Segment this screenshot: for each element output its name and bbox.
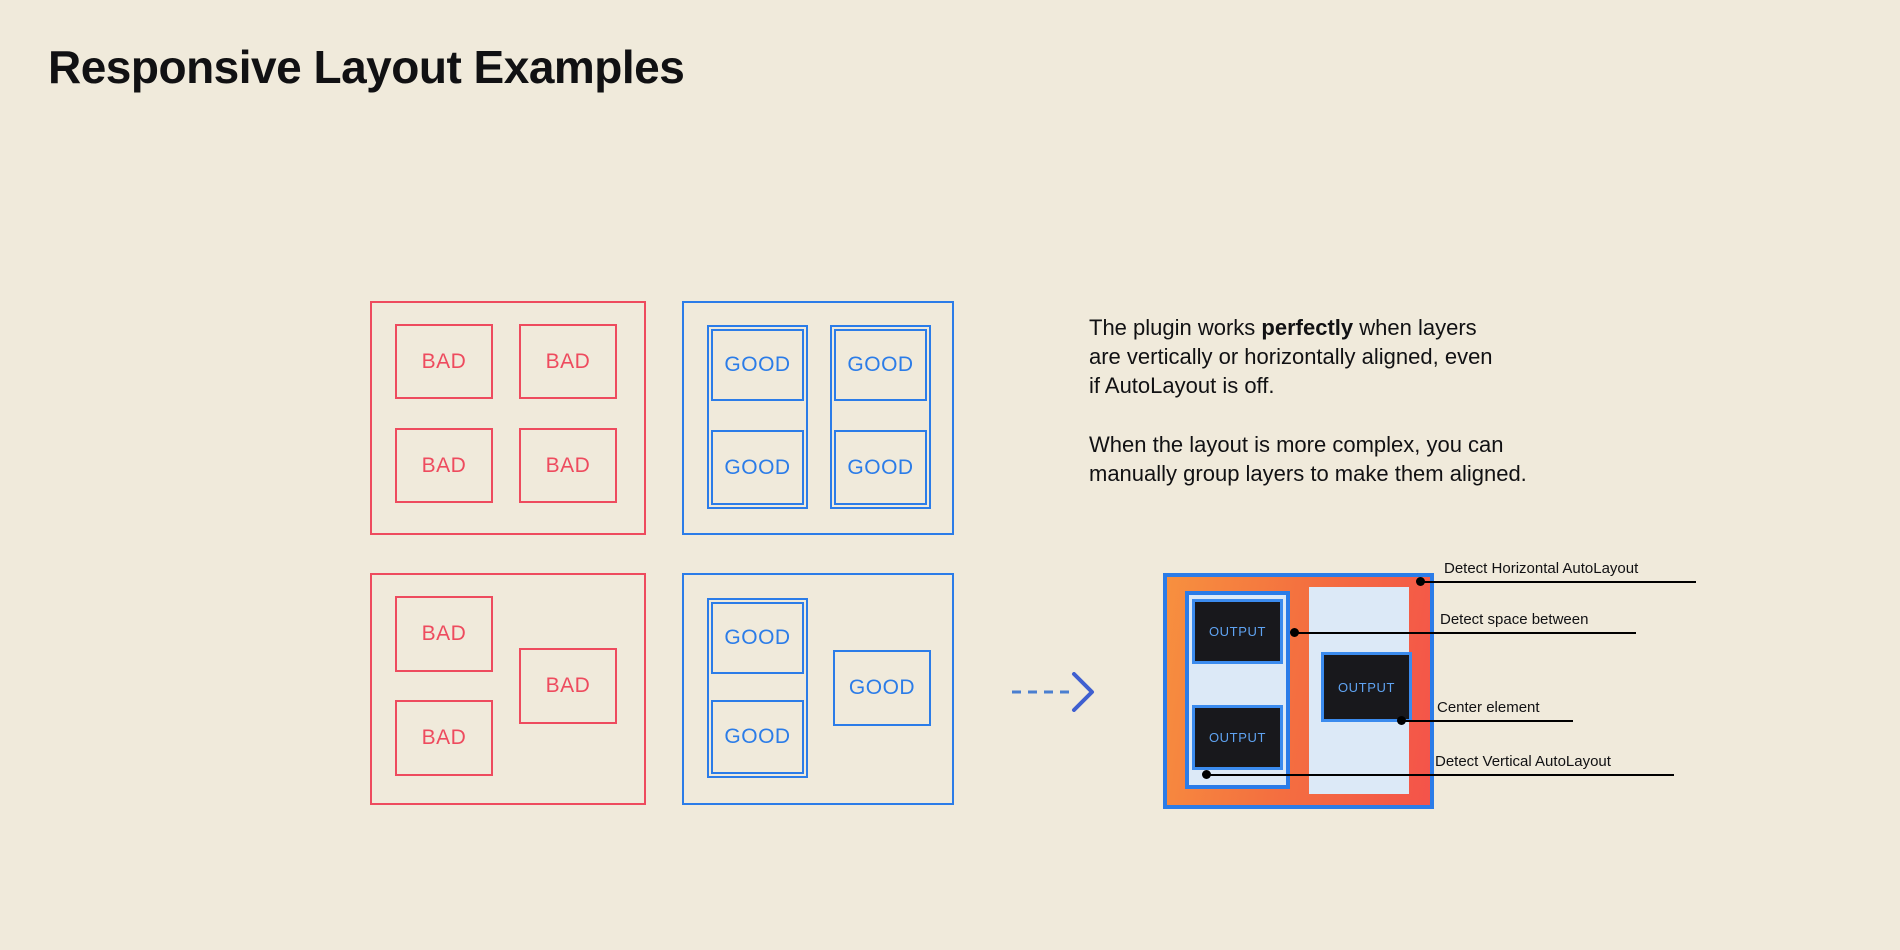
dashed-arrow-right-icon <box>1012 672 1104 712</box>
good-cell-label: GOOD <box>724 455 791 479</box>
annotation-leader-line <box>1206 774 1674 776</box>
annotation-anchor-dot <box>1416 577 1425 586</box>
annotation-anchor-dot <box>1397 716 1406 725</box>
paragraph-one-emphasis: perfectly <box>1261 315 1354 340</box>
annotation-anchor-dot <box>1290 628 1299 637</box>
good-group-ring <box>707 325 808 509</box>
good-cell: GOOD <box>834 430 927 505</box>
good-cell-label: GOOD <box>724 353 791 376</box>
bad-cell: BAD <box>519 428 617 503</box>
paragraph-one: The plugin works perfectly when layers a… <box>1089 313 1509 400</box>
good-grid-top-frame <box>682 301 954 535</box>
bad-cell: BAD <box>519 648 617 724</box>
good-cell-label: GOOD <box>724 725 791 748</box>
good-cell: GOOD <box>711 602 804 674</box>
output-label: OUTPUT <box>1337 679 1396 695</box>
annotation-leader-line <box>1401 720 1573 722</box>
bad-cell: BAD <box>395 324 493 399</box>
bad-cell: BAD <box>395 700 493 776</box>
bad-cell: BAD <box>519 324 617 399</box>
bad-cell: BAD <box>395 428 493 503</box>
bad-cell: BAD <box>395 596 493 672</box>
bad-cell-label: BAD <box>421 726 467 749</box>
page-title: Responsive Layout Examples <box>48 41 685 93</box>
output-box: OUTPUT <box>1321 652 1412 722</box>
bad-cell-label: BAD <box>421 453 467 477</box>
annotation-leader-line <box>1294 632 1636 634</box>
bad-cell-label: BAD <box>421 622 467 645</box>
good-group-ring <box>707 598 808 778</box>
good-cell: GOOD <box>711 329 804 401</box>
bad-grid-bottom-frame <box>370 573 646 805</box>
good-cell-label: GOOD <box>848 676 916 699</box>
annotation-label: Detect Vertical AutoLayout <box>1435 753 1611 770</box>
output-label: OUTPUT <box>1208 624 1267 639</box>
good-cell-label: GOOD <box>847 455 914 479</box>
output-box: OUTPUT <box>1192 599 1283 664</box>
paragraph-two: When the layout is more complex, you can… <box>1089 432 1527 486</box>
bad-cell-label: BAD <box>545 349 591 373</box>
good-cell-label: GOOD <box>847 353 914 376</box>
good-cell-label: GOOD <box>724 626 791 649</box>
good-cell: GOOD <box>833 650 931 726</box>
good-group-ring <box>830 325 931 509</box>
annotation-label: Center element <box>1437 699 1540 716</box>
annotation-anchor-dot <box>1202 770 1211 779</box>
good-cell: GOOD <box>711 430 804 505</box>
bad-cell-label: BAD <box>545 674 591 697</box>
annotation-leader-line <box>1420 581 1696 583</box>
bad-grid-top-frame <box>370 301 646 535</box>
annotation-label: Detect space between <box>1440 611 1589 628</box>
bad-cell-label: BAD <box>421 349 467 373</box>
detail-panel: OUTPUT OUTPUT OUTPUT <box>1163 573 1434 809</box>
output-box: OUTPUT <box>1192 705 1283 770</box>
paragraph-one-tail: when layers are vertically or horizontal… <box>1089 315 1493 398</box>
annotation-label: Detect Horizontal AutoLayout <box>1444 560 1639 577</box>
good-cell: GOOD <box>834 329 927 401</box>
output-label: OUTPUT <box>1208 730 1267 745</box>
good-cell: GOOD <box>711 700 804 774</box>
paragraph-one-lead: The plugin works <box>1089 315 1262 340</box>
bad-cell-label: BAD <box>545 453 591 477</box>
good-grid-bottom-frame <box>682 573 954 805</box>
